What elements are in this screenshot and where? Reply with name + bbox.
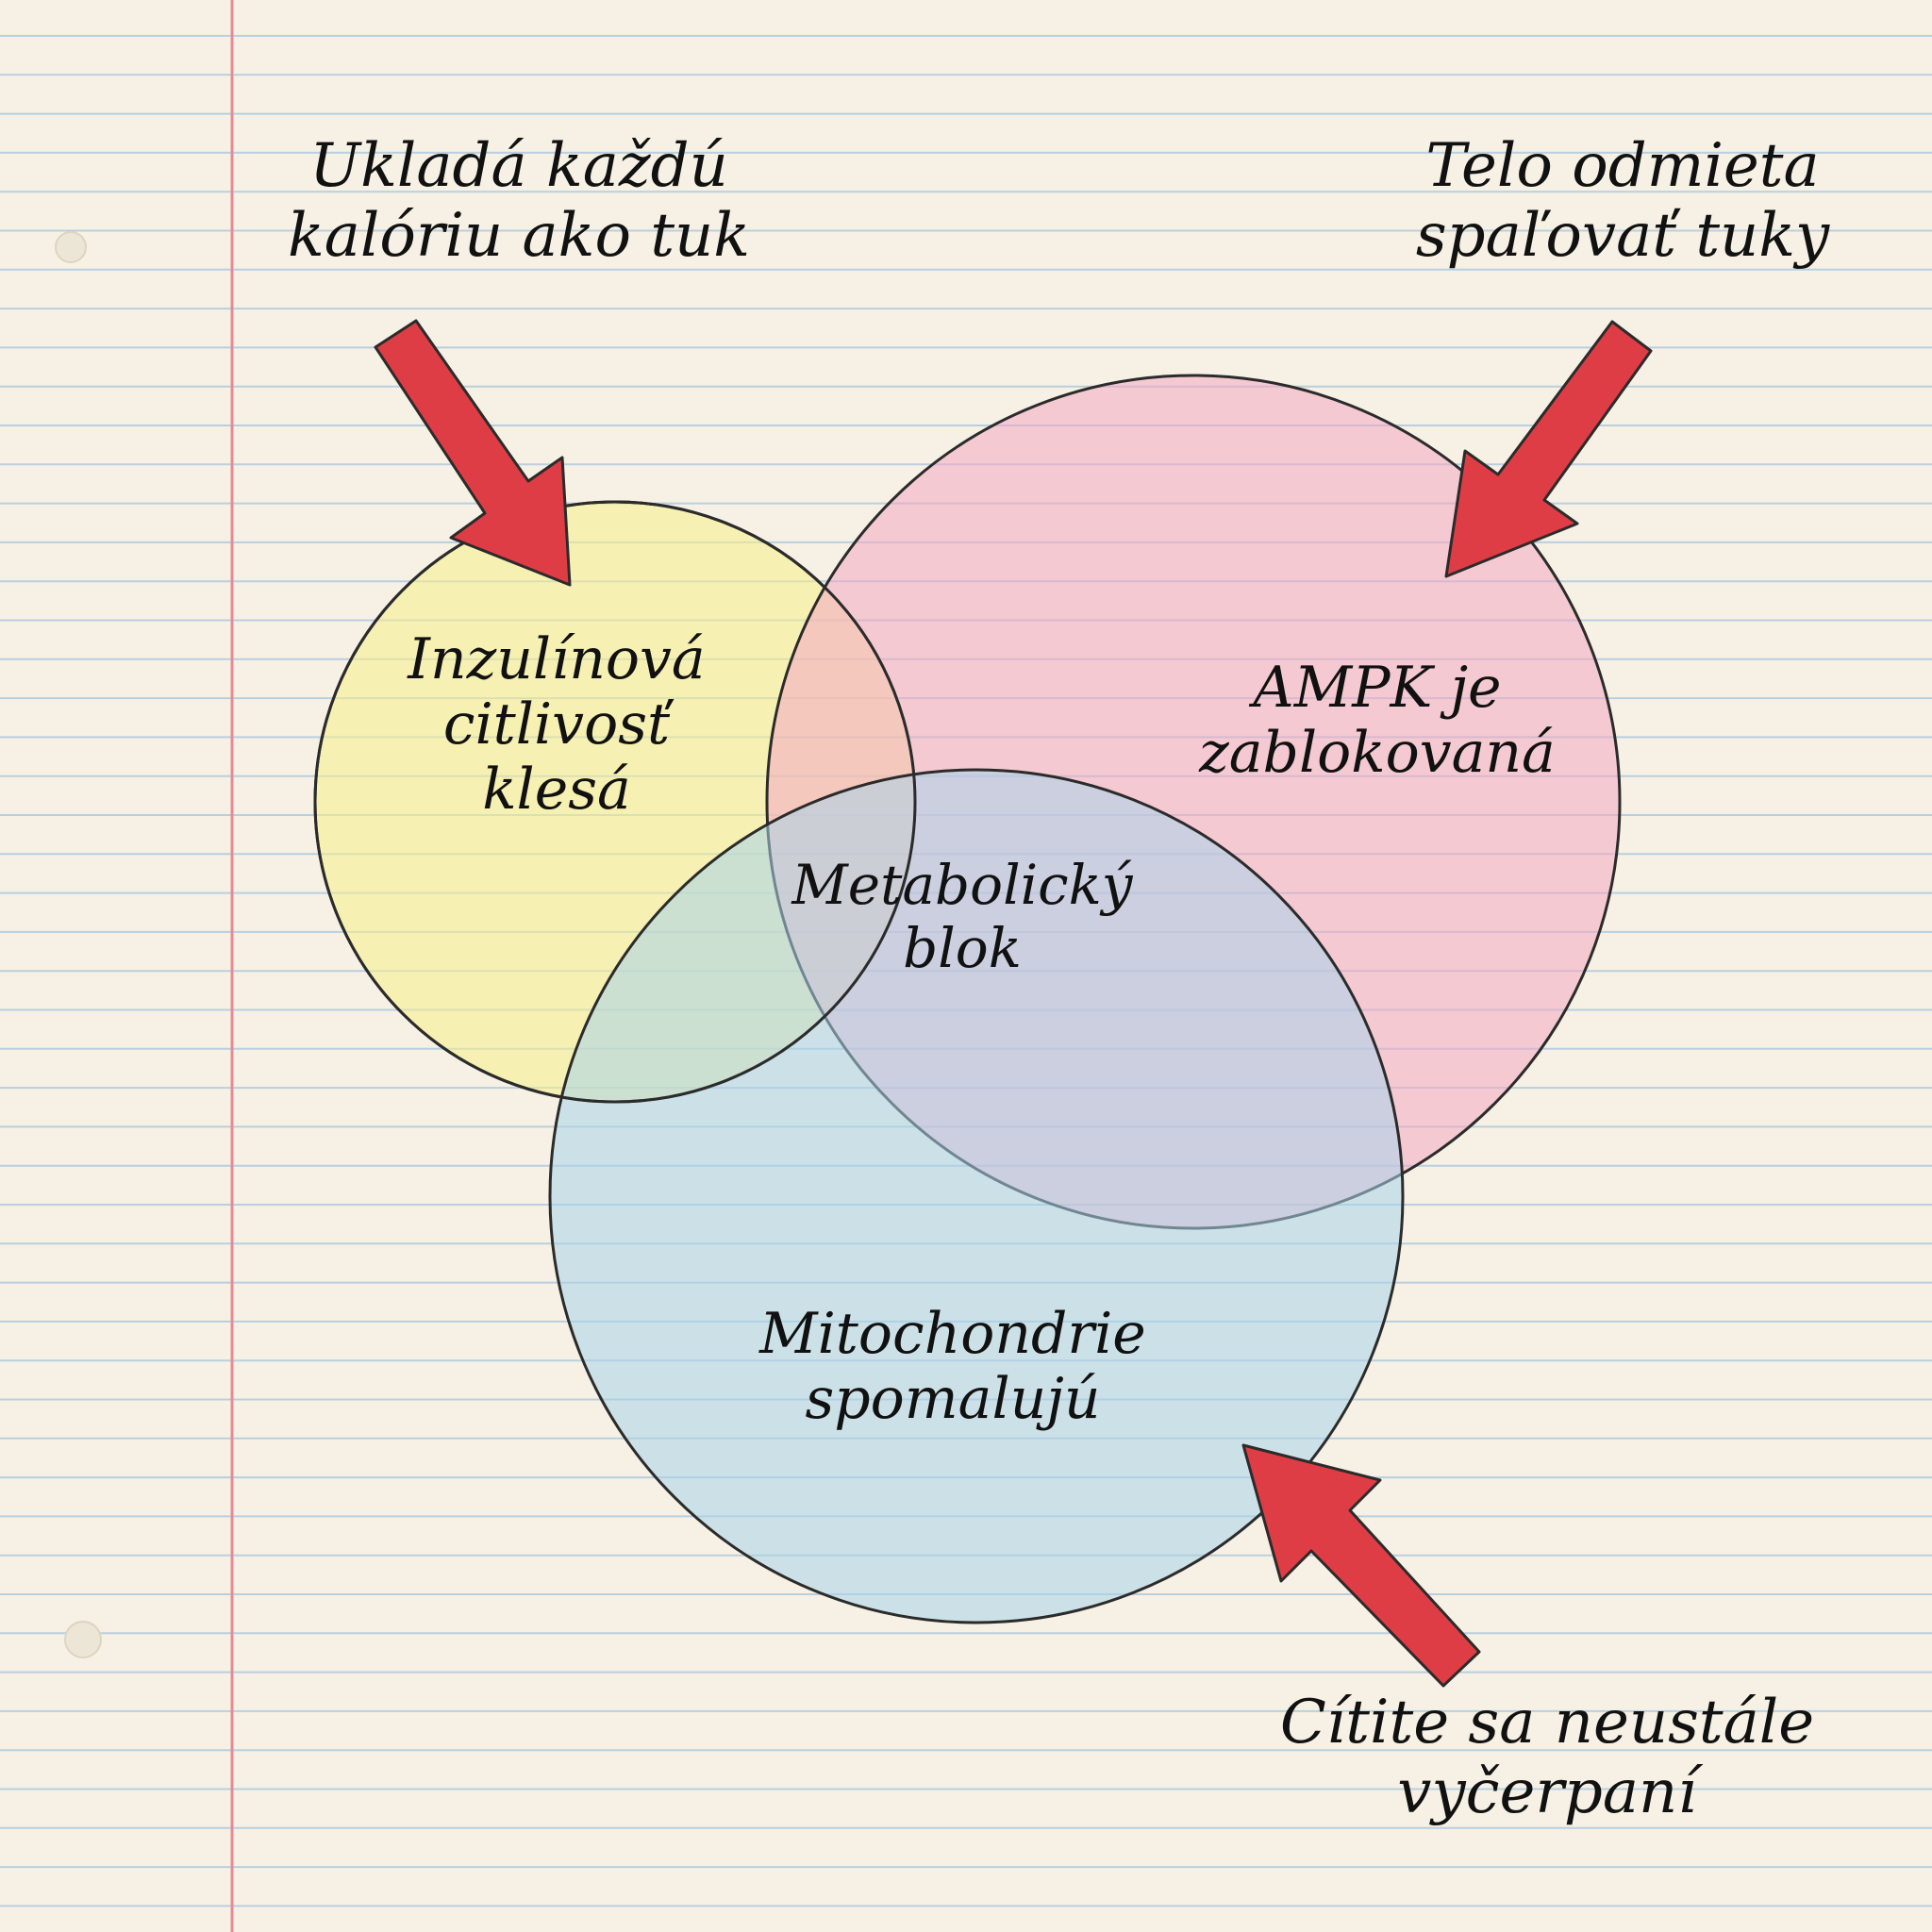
- arrow-top-left: [374, 319, 572, 587]
- annotation-top-left-line-2: kalóriu ako tuk: [287, 200, 751, 271]
- annotation-top-left: Ukladá každú kalóriu ako tuk: [274, 131, 764, 271]
- punch-hole-top: [55, 231, 87, 263]
- annotation-top-right: Telo odmieta spaľovať tuky: [1377, 131, 1868, 271]
- set-label-insulin-line-1: Inzulínová: [408, 626, 706, 692]
- arrow-bottom-right: [1241, 1443, 1481, 1688]
- arrow-top-right: [1444, 320, 1653, 578]
- set-label-ampk-line-1: AMPK je: [1253, 655, 1502, 721]
- center-label-line-2: blok: [903, 915, 1022, 980]
- set-label-ampk-line-2: zablokovaná: [1199, 720, 1556, 786]
- set-label-mitochondria-line-2: spomalujú: [805, 1366, 1101, 1432]
- circle-insulin-outline: [313, 500, 917, 1104]
- center-label: Metabolický blok: [764, 854, 1160, 979]
- set-label-insulin-line-2: citlivosť: [442, 691, 671, 758]
- set-label-mitochondria: Mitochondrie spomalujú: [717, 1302, 1189, 1432]
- annotation-top-right-line-2: spaľovať tuky: [1415, 200, 1830, 271]
- set-label-ampk: AMPK je zablokovaná: [1160, 656, 1594, 786]
- center-label-line-1: Metabolický: [791, 853, 1133, 917]
- circle-mitochondria: [548, 768, 1405, 1624]
- set-label-insulin-line-3: klesá: [482, 757, 631, 823]
- annotation-top-left-line-1: Ukladá každú: [309, 131, 728, 201]
- annotation-bottom-right-line-1: Cítite sa neustále: [1279, 1688, 1815, 1757]
- annotation-bottom-right-line-2: vyčerpaní: [1397, 1757, 1697, 1827]
- annotation-top-right-line-1: Telo odmieta: [1425, 131, 1820, 201]
- punch-hole-bottom: [64, 1621, 102, 1658]
- annotation-bottom-right: Cítite sa neustále vyčerpaní: [1217, 1688, 1877, 1827]
- set-label-insulin: Inzulínová citlivosť klesá: [358, 627, 755, 823]
- set-label-mitochondria-line-1: Mitochondrie: [759, 1301, 1146, 1367]
